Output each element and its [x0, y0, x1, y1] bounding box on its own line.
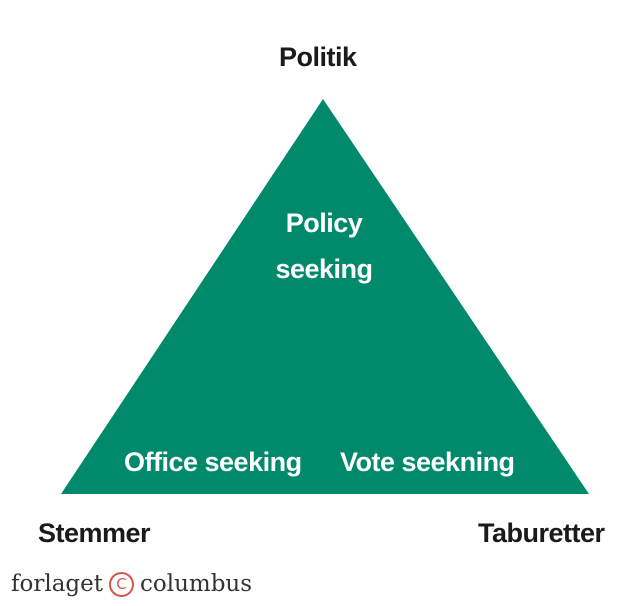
- vertex-label-left: Stemmer: [38, 518, 151, 548]
- publisher-name-right: columbus: [140, 571, 253, 597]
- vertex-label-top: Politik: [279, 42, 357, 72]
- policy-seeking-label: Policy seeking: [244, 200, 404, 292]
- office-seeking-label: Office seeking: [124, 447, 302, 477]
- policy-seeking-line1: Policy: [285, 208, 363, 238]
- vote-seeking-label: Vote seekning: [340, 447, 515, 477]
- policy-seeking-line2: seeking: [275, 254, 373, 284]
- vertex-label-right: Taburetter: [478, 518, 605, 548]
- publisher-logo: forlaget C columbus: [11, 571, 252, 597]
- copyright-icon: C: [109, 571, 134, 597]
- triangle-shape: [61, 99, 589, 494]
- publisher-name-left: forlaget: [11, 571, 103, 597]
